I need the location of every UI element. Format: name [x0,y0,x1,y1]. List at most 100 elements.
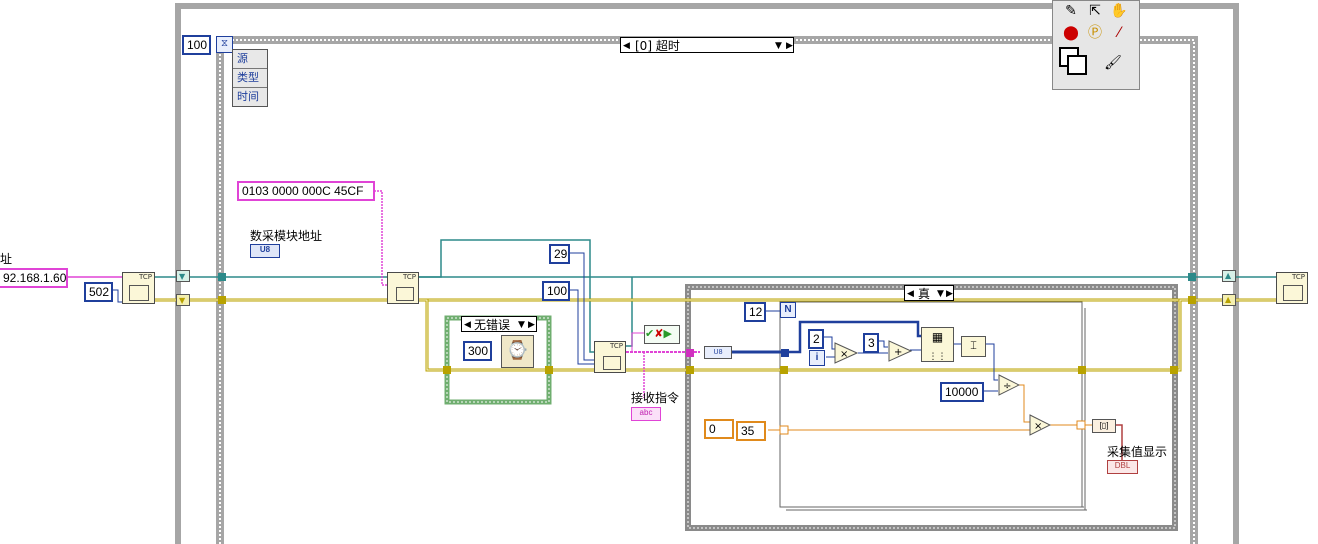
join-numbers-node[interactable]: ⌶ [961,336,986,357]
operate-tool-icon[interactable]: ✎ [1065,3,1077,19]
receive-command-indicator[interactable]: abc [631,407,661,421]
wait-ms-icon[interactable]: ⌚ [501,335,534,368]
increment-arrow-icon[interactable]: ▶ [786,41,793,51]
true-case-label: 真 [918,287,931,301]
loop-count-terminal[interactable]: N [780,302,796,318]
tcp-close-caption: TCP [1292,273,1305,281]
breakpoint-tool-icon[interactable]: ⬤ [1063,25,1079,41]
svg-text:×: × [1034,421,1042,432]
position-tool-icon[interactable]: ⇱ [1089,3,1101,19]
scroll-hand-tool-icon[interactable]: ✋ [1110,3,1128,19]
string-to-byte-array-node[interactable]: U8 [704,346,732,359]
event-data-type: 类型 [233,69,267,88]
tcp-open-icon [129,285,149,301]
tcp-write-caption: TCP [403,273,416,281]
svg-text:+: + [894,347,902,358]
chevron-up-icon: ▲ [1225,271,1232,280]
tcp-read-node[interactable]: TCP [594,341,626,373]
event-case-selector[interactable]: ◀ [0] 超时 ▼ ▶ [620,37,794,53]
init-value-text: 0 [709,422,716,436]
shift-register-right-error[interactable] [1222,294,1236,306]
build-array-node[interactable]: [▯] [1092,419,1116,433]
chevron-down-icon: ▼ [179,296,186,305]
dropdown-arrow-icon[interactable]: ▼ [775,41,782,51]
ip-address-label: 址 [0,252,13,266]
grid-icon: ▦ [931,330,944,344]
svg-text:÷: ÷ [1003,381,1011,392]
collected-value-label: 采集值显示 [1107,445,1168,459]
shift-register-left-error[interactable] [176,294,190,306]
arrow-right-icon: ▶ [663,327,672,340]
array-bracket-icon: [▯] [1099,421,1109,430]
tcp-close-icon [1283,285,1303,301]
decrement-arrow-icon[interactable]: ◀ [623,41,630,51]
hourglass-icon: ⧖ [216,36,233,53]
probe-tool-icon[interactable]: Ⓟ [1088,25,1102,41]
increment-arrow-icon[interactable]: ▶ [946,289,953,299]
chevron-down-icon: ▼ [179,272,186,281]
shift-register-left-refnum[interactable] [176,270,190,282]
tcp-read-caption: TCP [610,342,623,350]
collected-value-indicator[interactable]: DBL [1107,460,1138,474]
divisor-constant[interactable]: 10000 [940,382,984,402]
svg-text:×: × [840,349,848,360]
join-icon: ⌶ [970,339,977,352]
array-subset-node[interactable]: ▦ ⋮⋮ [921,327,954,362]
scale-constant[interactable]: 35 [736,421,766,441]
u8-convert-caption: U8 [713,349,723,356]
tcp-write-icon [396,287,414,301]
read-timeout-constant[interactable]: 100 [542,281,570,301]
tcp-write-node[interactable]: TCP [387,272,419,304]
chevron-up-icon: ▲ [1225,295,1232,304]
cross-icon: ✘ [654,327,664,340]
event-data-source: 源 [233,50,267,69]
loop-iteration-terminal: i [809,350,825,366]
tools-palette: ✎ ⇱ ✋ ⬤ Ⓟ ⁄ 🖌 [1052,0,1140,90]
while-loop-frame [175,3,1239,544]
loop-count-caption: N [784,304,792,315]
tcp-open-caption: TCP [139,273,152,281]
index-dots-icon: ⋮⋮ [928,352,947,362]
command-string-constant[interactable]: 0103 0000 000C 45CF [237,181,375,201]
wait-ms-constant[interactable]: 300 [463,341,492,361]
shift-register-right-refnum[interactable] [1222,270,1236,282]
tcp-close-node[interactable]: TCP [1276,272,1308,304]
timeout-constant[interactable]: 100 [182,35,211,55]
multiply-node[interactable]: × [834,342,858,364]
receive-command-type: abc [639,408,653,417]
port-constant[interactable]: 502 [84,282,113,302]
increment-arrow-icon[interactable]: ▶ [528,320,535,330]
event-data-node[interactable]: 源 类型 时间 [232,49,268,107]
checkmark-icon: ✔ [645,327,655,340]
error-case-label: 无错误 [474,318,511,332]
tcp-open-node[interactable]: TCP [122,272,155,304]
check-status-node[interactable]: ✔✘▶ [644,325,680,344]
collected-value-type: DBL [1114,461,1131,470]
ip-address-constant[interactable]: 92.168.1.60 [0,268,68,288]
module-address-type: U8 [259,245,271,254]
module-address-control[interactable]: U8 [250,244,280,258]
index-offset-constant[interactable]: 3 [863,333,879,353]
divide-node[interactable]: ÷ [998,374,1020,396]
receive-command-label: 接收指令 [631,391,680,405]
dropdown-arrow-icon[interactable]: ▼ [937,289,944,299]
event-case-label: [0] 超时 [635,39,680,53]
index-multiplier-constant[interactable]: 2 [808,329,824,349]
decrement-arrow-icon[interactable]: ◀ [464,320,471,330]
init-value-constant[interactable]: 0 [704,419,734,439]
color-copy-tool-icon[interactable]: ⁄ [1117,25,1121,41]
loop-count-constant[interactable]: 12 [744,302,766,322]
decrement-arrow-icon[interactable]: ◀ [907,289,914,299]
brush-tool-icon[interactable]: 🖌 [1104,55,1122,71]
true-case-selector[interactable]: ◀ 真 ▼ ▶ [904,285,954,301]
bytes-to-read-constant[interactable]: 29 [549,244,570,264]
module-address-label: 数采模块地址 [250,229,323,243]
color-tool-icon[interactable] [1059,47,1087,75]
scale-multiply-node[interactable]: × [1029,414,1051,436]
dropdown-arrow-icon[interactable]: ▼ [518,320,525,330]
event-data-time: 时间 [237,91,259,103]
tcp-read-icon [603,356,621,370]
error-case-selector[interactable]: ◀ 无错误 ▼ ▶ [461,316,537,332]
loop-iteration-caption: i [815,352,819,363]
add-node[interactable]: + [888,340,912,362]
